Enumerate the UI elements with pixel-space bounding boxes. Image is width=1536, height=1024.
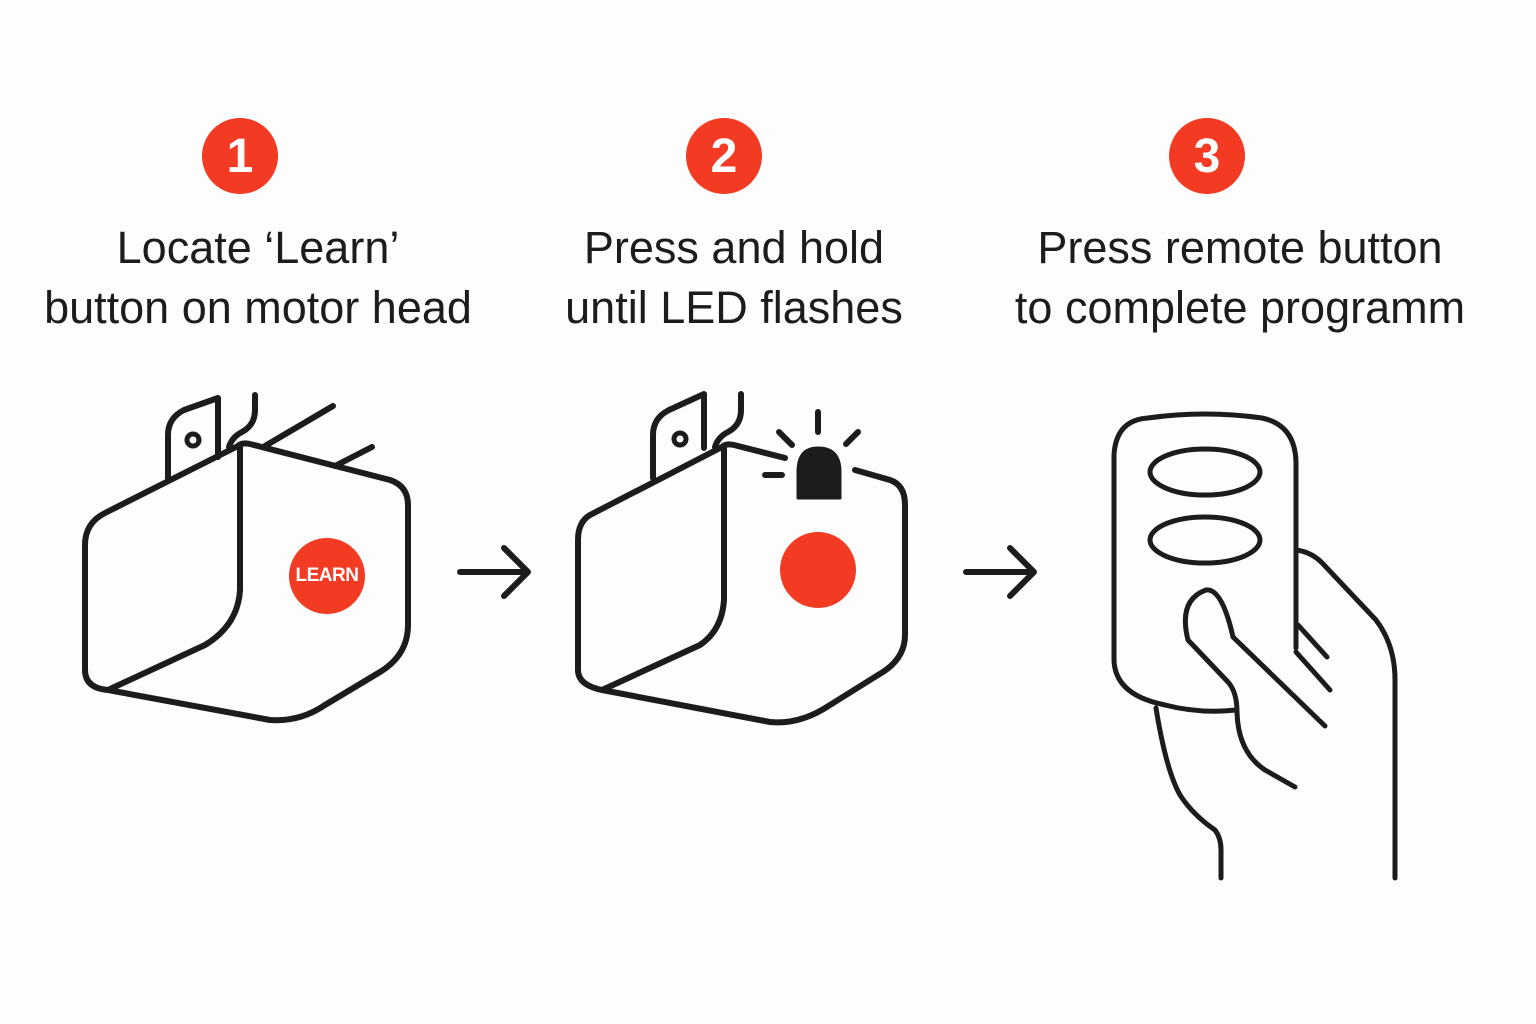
rail-line-bottom bbox=[332, 444, 375, 469]
learn-button-pressed bbox=[780, 532, 856, 608]
mounting-bracket bbox=[650, 391, 707, 481]
motor-right-face bbox=[599, 467, 908, 726]
motor-right-face bbox=[105, 440, 411, 724]
wrist bbox=[1153, 705, 1224, 881]
arrow-right-icon-1 bbox=[457, 545, 531, 599]
finger-line-1 bbox=[1295, 622, 1330, 660]
rail-cable bbox=[226, 392, 258, 450]
step-3-title-line2: to complete programm bbox=[1014, 282, 1466, 333]
finger-line-2 bbox=[1293, 649, 1333, 693]
learn-button-circle bbox=[289, 538, 365, 614]
hand-holding-remote-illustration bbox=[1111, 411, 1398, 881]
step-3-title-line1: Press remote button bbox=[1037, 222, 1443, 273]
hand-back bbox=[1293, 547, 1398, 881]
thumb bbox=[1182, 587, 1328, 790]
learn-button bbox=[289, 538, 365, 614]
arrow-right-icon-2 bbox=[963, 545, 1037, 599]
mounting-bracket bbox=[165, 395, 221, 481]
motor-head-illustration-2 bbox=[575, 391, 908, 726]
step-1-title-line1: Locate ‘Learn’ bbox=[116, 222, 400, 273]
remote-body bbox=[1111, 411, 1299, 714]
led-light bbox=[796, 446, 842, 500]
motor-left-face bbox=[82, 443, 243, 693]
rail-cable bbox=[712, 391, 744, 450]
step-1-badge: 1 bbox=[202, 118, 278, 194]
motor-left-face bbox=[575, 444, 727, 693]
step-3-badge: 3 bbox=[1169, 118, 1245, 194]
step-2-title: Press and hold until LED flashes bbox=[480, 218, 988, 338]
step-2-title-line2: until LED flashes bbox=[565, 282, 903, 333]
step-3-title: Press remote button to complete programm bbox=[980, 218, 1500, 338]
motor-top-edge-left bbox=[719, 441, 788, 461]
rail-line-top bbox=[262, 403, 336, 449]
step-2-badge: 2 bbox=[686, 118, 762, 194]
led-flashing-icon bbox=[762, 409, 861, 500]
led-ray bbox=[776, 429, 795, 448]
led-ray bbox=[843, 429, 861, 447]
motor-head-illustration-1 bbox=[82, 392, 411, 724]
learn-button-label: LEARN bbox=[295, 565, 359, 586]
step-1-title-line2: button on motor head bbox=[44, 282, 472, 333]
step-1-title: Locate ‘Learn’ button on motor head bbox=[0, 218, 516, 338]
bracket-hole bbox=[671, 430, 689, 448]
remote-button-bottom bbox=[1147, 514, 1263, 566]
step-2-title-line1: Press and hold bbox=[583, 222, 885, 273]
bracket-hole bbox=[184, 431, 202, 449]
remote-button-top bbox=[1147, 446, 1263, 498]
